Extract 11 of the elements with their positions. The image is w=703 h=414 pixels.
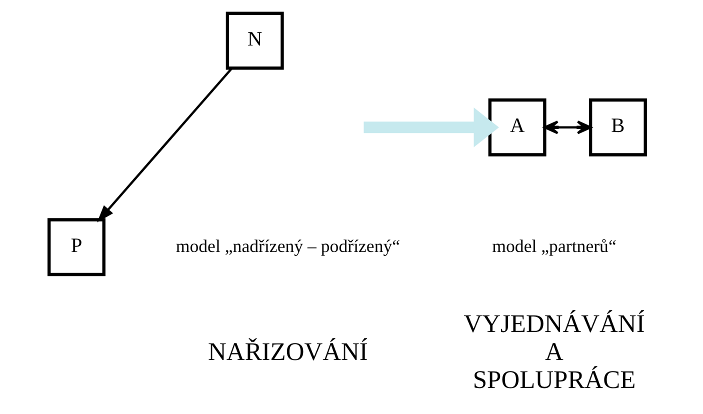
node-box: P: [47, 218, 105, 276]
label: model „partnerů“: [492, 236, 616, 256]
node-box: B: [588, 98, 646, 156]
arrow: [543, 120, 592, 134]
label: VYJEDNÁVÁNÍ A SPOLUPRÁCE: [463, 308, 644, 394]
arrow: [363, 108, 498, 148]
label: NAŘIZOVÁNÍ: [208, 336, 368, 366]
arrow: [96, 67, 232, 222]
node-box: A: [488, 98, 546, 156]
label: model „nadřízený – podřízený“: [175, 236, 400, 256]
node-box: N: [225, 12, 284, 70]
